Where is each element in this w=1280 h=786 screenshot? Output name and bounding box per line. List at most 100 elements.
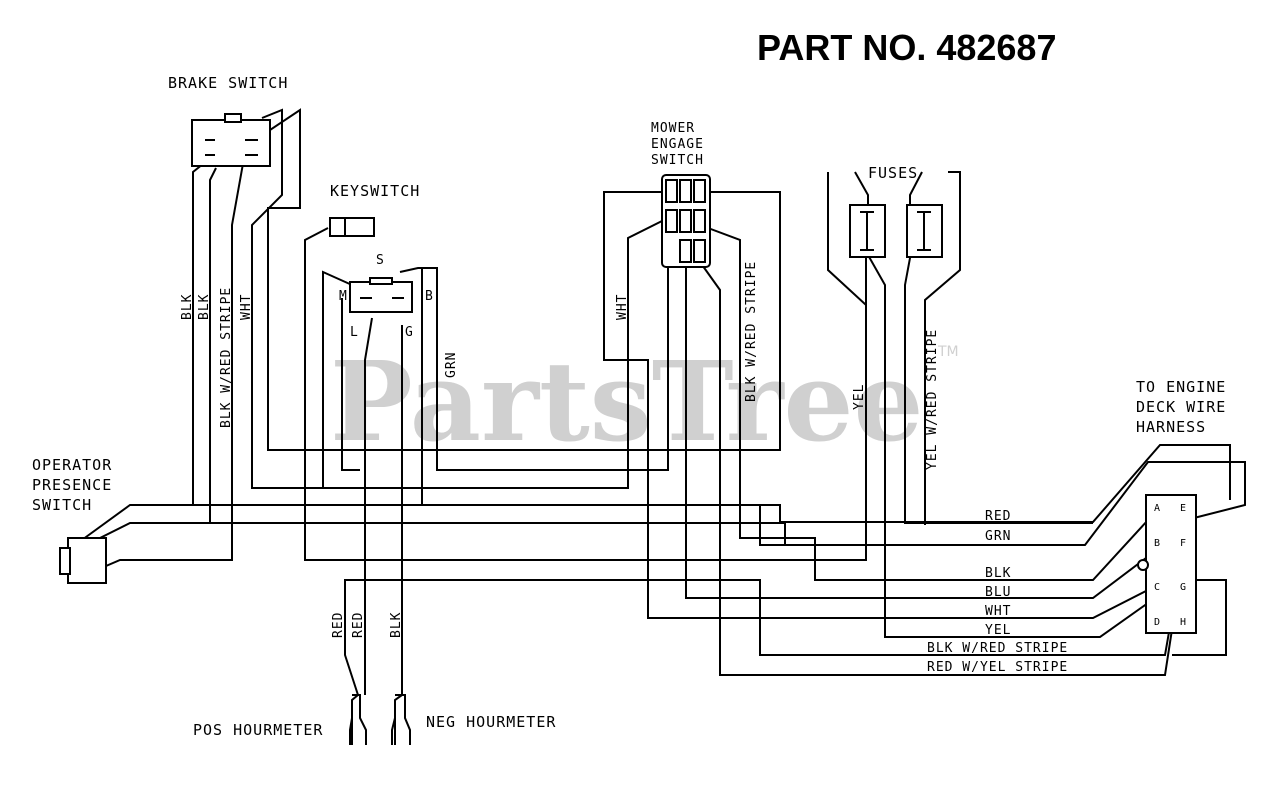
mower-engage-cell-5 [679, 209, 692, 233]
wire-grn [421, 268, 785, 546]
mower-engage-cell-2 [679, 179, 692, 203]
harness-wire-label-yel: YEL [985, 623, 1011, 638]
operator-presence-switch [59, 537, 107, 584]
pos-hourmeter-terminal [349, 694, 367, 745]
mower-engage-cell-6 [693, 209, 706, 233]
pin-c: C [1154, 582, 1160, 593]
brake-switch-label: BRAKE SWITCH [168, 74, 288, 92]
mower-engage-cell-8 [693, 239, 706, 263]
keyswitch-plug-body [329, 217, 375, 237]
label-blk-1: BLK [180, 294, 195, 320]
operator-presence-label-3: SWITCH [32, 496, 92, 514]
keyswitch [349, 277, 413, 313]
mower-engage-label-2: ENGAGE [651, 137, 704, 152]
pin-d: D [1154, 617, 1160, 628]
mower-engage-cell-3 [693, 179, 706, 203]
harness-wire-label-blu: BLU [985, 585, 1011, 600]
pin-a: A [1154, 503, 1160, 514]
harness-wire-label-red-yel: RED W/YEL STRIPE [927, 660, 1068, 675]
brake-switch-body [191, 119, 271, 167]
label-blk-red-2: BLK W/RED STRIPE [744, 261, 759, 402]
operator-presence-tab [59, 547, 71, 575]
mower-engage-label-1: MOWER [651, 121, 695, 136]
label-wht-2: WHT [615, 294, 630, 320]
harness-wire-label-wht: WHT [985, 604, 1011, 619]
label-grn: GRN [444, 352, 459, 378]
wires [74, 108, 1246, 745]
mower-engage-label-3: SWITCH [651, 153, 704, 168]
wire-keyswitch-m [322, 270, 353, 488]
label-red-1: RED [331, 612, 346, 638]
wire-ops-1 [130, 461, 1246, 546]
wire-mower-blk [685, 262, 1151, 599]
harness-wire-label-blk: BLK [985, 566, 1011, 581]
wire-fuse-left-yel [854, 171, 1149, 638]
wire-pos-hourmeter [351, 694, 359, 745]
wire-mower-rt [699, 261, 1176, 676]
label-blk-3: BLK [389, 612, 404, 638]
neg-hourmeter-terminal [391, 694, 411, 745]
harness-connector-body [1145, 494, 1197, 634]
wire-keyswitch-loop [341, 298, 360, 471]
pos-hourmeter-lug-2 [349, 717, 353, 745]
wire-mower-blk-red [699, 224, 1149, 581]
watermark: PartsTree [330, 337, 924, 466]
engine-harness-connector [1137, 494, 1197, 634]
wire-neg-hourmeter [394, 694, 403, 745]
keyswitch-terminal-s: S [376, 253, 385, 268]
wire-mower-wht [603, 191, 1149, 619]
keyswitch-terminal-g: G [405, 325, 414, 340]
wire-keyswitch-l [364, 317, 373, 695]
pin-e: E [1180, 503, 1186, 514]
keyswitch-terminal-m: M [339, 289, 348, 304]
wire-fuse-left [827, 172, 867, 308]
part-number-title: PART NO. 482687 [757, 27, 1056, 68]
fuse-left [849, 204, 886, 258]
operator-presence-label-1: OPERATOR [32, 456, 112, 474]
pin-b: B [1154, 538, 1160, 549]
label-yel: YEL [852, 384, 867, 410]
wire-keyswitch-b [399, 226, 669, 471]
harness-wire-label-red: RED [985, 509, 1011, 524]
pin-h: H [1180, 617, 1186, 628]
neg-hourmeter-lug-2 [391, 717, 396, 745]
harness-label-1: TO ENGINE [1136, 378, 1226, 396]
wire-keyswitch-plug [304, 227, 867, 561]
fuses-label: FUSES [868, 164, 918, 182]
pos-hourmeter-label: POS HOURMETER [193, 721, 323, 739]
operator-presence-body [67, 537, 107, 584]
harness-connector-latch [1137, 559, 1149, 571]
brake-switch-plunger [224, 113, 242, 123]
pos-hourmeter-lug [352, 694, 367, 745]
keyswitch-terminal-b: B [425, 289, 434, 304]
mower-engage-switch [661, 174, 711, 268]
keyswitch-terminal-l: L [350, 325, 359, 340]
wire-fuse-right-yel [904, 171, 1093, 524]
harness-label-3: HARNESS [1136, 418, 1206, 436]
label-blk-2: BLK [197, 294, 212, 320]
neg-hourmeter-label: NEG HOURMETER [426, 713, 556, 731]
keyswitch-plug [329, 217, 375, 237]
wire-harness-g-loop [1172, 579, 1227, 656]
mower-engage-cell-1 [665, 179, 678, 203]
label-blk-red-1: BLK W/RED STRIPE [219, 287, 234, 428]
fuse-right [906, 204, 943, 258]
watermark-trademark: TM [937, 344, 959, 360]
wire-red-harness [345, 579, 1173, 656]
label-red-2: RED [351, 612, 366, 638]
wire-fuse-right [924, 171, 961, 525]
harness-wire-label-grn: GRN [985, 529, 1011, 544]
harness-wire-label-blk-red: BLK W/RED STRIPE [927, 641, 1068, 656]
pin-f: F [1180, 538, 1186, 549]
operator-presence-label-2: PRESENCE [32, 476, 112, 494]
pin-g: G [1180, 582, 1186, 593]
brake-switch [191, 113, 271, 167]
wire-wht-1 [251, 108, 669, 489]
label-wht-1: WHT [239, 294, 254, 320]
keyswitch-label: KEYSWITCH [330, 182, 420, 200]
harness-label-2: DECK WIRE [1136, 398, 1226, 416]
mower-engage-cell-7 [679, 239, 692, 263]
neg-hourmeter-lug [395, 694, 411, 745]
keyswitch-top [369, 277, 393, 285]
